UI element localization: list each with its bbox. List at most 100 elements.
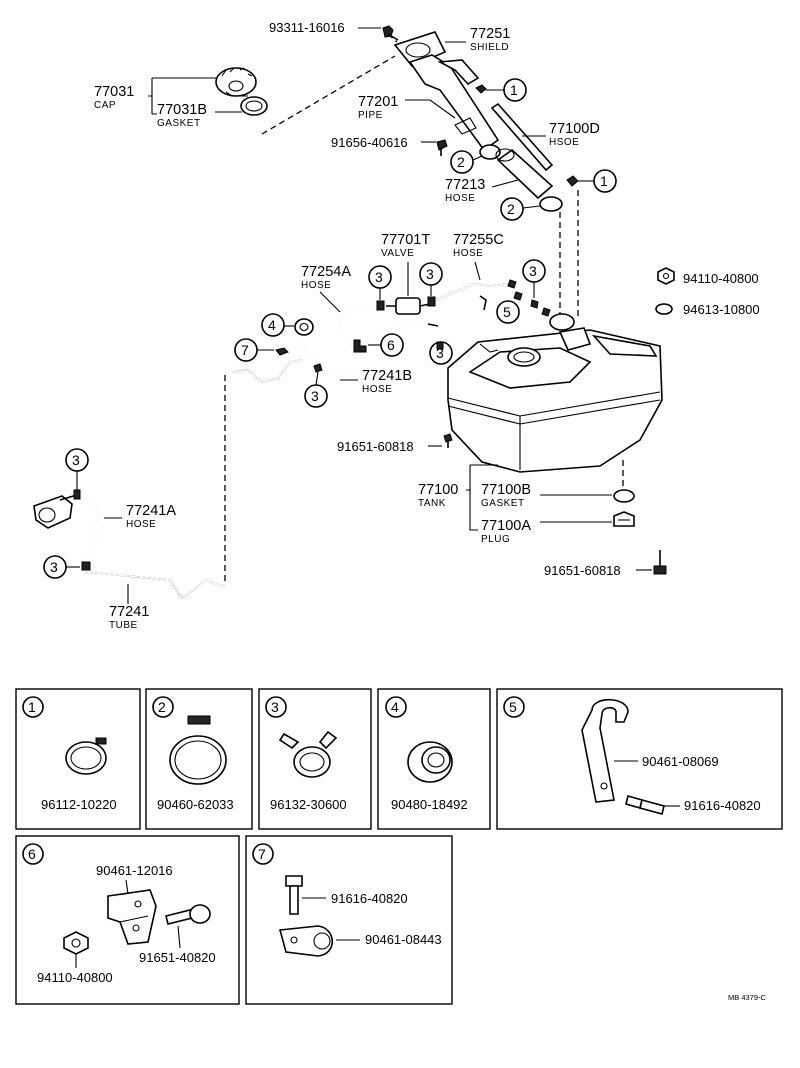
- breather-hose-77100D[interactable]: [490, 102, 554, 172]
- washer-94613-10800[interactable]: [655, 303, 673, 315]
- box-7-index: 7: [258, 846, 266, 862]
- circle-5-label: 5: [503, 304, 511, 320]
- name-shield: SHIELD: [470, 42, 509, 53]
- drain-plug[interactable]: [613, 511, 635, 527]
- box-3-index: 3: [271, 699, 279, 715]
- bracket-7-mini[interactable]: [275, 347, 289, 356]
- hose-77241B[interactable]: [297, 343, 353, 378]
- label-77251: 77251: [470, 26, 510, 42]
- hose-clamp-2a[interactable]: [479, 144, 501, 160]
- label-77031: 77031: [94, 84, 134, 100]
- hose-77255C[interactable]: [435, 283, 509, 301]
- clip-3-near-tank[interactable]: [530, 299, 551, 317]
- filter-clamp[interactable]: [73, 489, 81, 500]
- hose-77254A[interactable]: [336, 305, 433, 354]
- box-6-part-1: 90461-12016: [96, 863, 173, 878]
- label-77100D: 77100D: [549, 121, 600, 137]
- grommet-4[interactable]: [294, 318, 314, 336]
- detail-box-7: 7 91616-40820 90461-08443: [245, 835, 453, 1005]
- name-hose-77254A: HOSE: [301, 280, 331, 291]
- clip-3e[interactable]: [313, 363, 323, 373]
- circle-3e-label: 3: [311, 388, 319, 404]
- circle-2b-label: 2: [507, 201, 515, 217]
- label-91651-60818-a: 91651-60818: [337, 439, 414, 454]
- check-valve[interactable]: [386, 297, 431, 315]
- circle-2a-label: 2: [457, 154, 465, 170]
- label-77031B: 77031B: [157, 102, 207, 118]
- detail-box-1: 1 96112-10220: [15, 688, 141, 830]
- bolt-91656-40616[interactable]: [436, 139, 448, 156]
- label-77241B: 77241B: [362, 368, 412, 384]
- nut-94110-40800-detail[interactable]: [63, 931, 89, 955]
- label-94613-10800: 94613-10800: [683, 302, 760, 317]
- box-1-index: 1: [28, 699, 36, 715]
- bolt-91616-40820-detail[interactable]: [285, 875, 303, 915]
- tube-clamp-lower[interactable]: [81, 561, 91, 571]
- hose-clamp-2b[interactable]: [539, 196, 563, 212]
- box-6-part-3: 94110-40800: [37, 970, 113, 985]
- label-77213: 77213: [445, 177, 485, 193]
- clip-bolt-1a[interactable]: [475, 84, 487, 94]
- box-7-part-1: 91616-40820: [331, 891, 408, 906]
- name-hsoe: HSOE: [549, 137, 579, 148]
- name-pipe: PIPE: [358, 110, 383, 121]
- circle-1b-label: 1: [600, 173, 608, 189]
- name-hose-77213: HOSE: [445, 193, 475, 204]
- box-3-part-1: 96132-30600: [270, 797, 347, 812]
- circle-5: [496, 300, 520, 324]
- fuel-filter[interactable]: [33, 493, 81, 529]
- clamp-96112-10220[interactable]: [65, 737, 107, 775]
- fuel-tank[interactable]: [447, 327, 663, 473]
- circle-3c-label: 3: [529, 263, 537, 279]
- fuel-cap[interactable]: [215, 67, 257, 97]
- filler-pipe[interactable]: [408, 54, 500, 152]
- bracket-90461-08069[interactable]: [581, 699, 629, 803]
- detail-box-5: 5 90461-08069 91616-40820: [496, 688, 783, 830]
- box-5-part-1: 90461-08069: [642, 754, 719, 769]
- name-plug: PLUG: [481, 534, 510, 545]
- figure-reference: MB 4379-C: [728, 993, 767, 1002]
- bolt-91651-60818-a[interactable]: [443, 433, 453, 448]
- clip-bolt-1b[interactable]: [566, 175, 579, 187]
- shield-part[interactable]: [393, 31, 447, 67]
- valve-clamp-left[interactable]: [376, 300, 385, 311]
- clamp-90461-08443[interactable]: [278, 925, 333, 957]
- bolt-91651-40820[interactable]: [165, 904, 211, 925]
- bracket-5-mini[interactable]: [479, 295, 487, 311]
- clip-96132-30600[interactable]: [278, 730, 338, 778]
- label-93311-16016: 93311-16016: [269, 20, 345, 35]
- grommet-90480-18492[interactable]: [407, 741, 453, 783]
- clamp-90460-62033[interactable]: [169, 715, 227, 785]
- label-77100B: 77100B: [481, 482, 531, 498]
- bracket-6-mini[interactable]: [353, 339, 367, 353]
- circle-7-label: 7: [241, 342, 249, 358]
- circle-4: [261, 313, 285, 337]
- bolt-93311-16016[interactable]: [382, 25, 399, 41]
- circle-4-label: 4: [268, 317, 276, 333]
- circle-6-label: 6: [387, 337, 395, 353]
- tube-pin[interactable]: [427, 323, 439, 327]
- label-94110-40800: 94110-40800: [683, 271, 759, 286]
- name-gasket-cap: GASKET: [157, 118, 201, 129]
- hose-end-bolts[interactable]: [507, 279, 523, 301]
- detail-box-2: 2 90460-62033: [145, 688, 253, 830]
- box-1-part-1: 96112-10220: [41, 797, 117, 812]
- fuel-tube-upper[interactable]: [231, 359, 303, 383]
- circle-3d-label: 3: [436, 345, 444, 361]
- bolt-91616-40820[interactable]: [625, 795, 665, 815]
- bolt-91651-60818-b[interactable]: [653, 550, 667, 575]
- tank-filler-neck[interactable]: [549, 313, 575, 331]
- tank-gasket[interactable]: [613, 489, 635, 503]
- label-77100: 77100: [418, 482, 458, 498]
- hose-77241A[interactable]: [85, 493, 100, 567]
- valve-clamp-right[interactable]: [427, 296, 436, 307]
- filler-hose-77213[interactable]: [495, 148, 554, 200]
- tube-77241[interactable]: [85, 571, 226, 600]
- box-5-index: 5: [509, 699, 517, 715]
- bracket-90461-12016[interactable]: [107, 889, 157, 945]
- circle-3a-label: 3: [375, 269, 383, 285]
- nut-94110-40800[interactable]: [657, 267, 675, 285]
- cap-gasket[interactable]: [240, 96, 268, 116]
- name-tank: TANK: [418, 498, 446, 509]
- box-7-part-2: 90461-08443: [365, 932, 442, 947]
